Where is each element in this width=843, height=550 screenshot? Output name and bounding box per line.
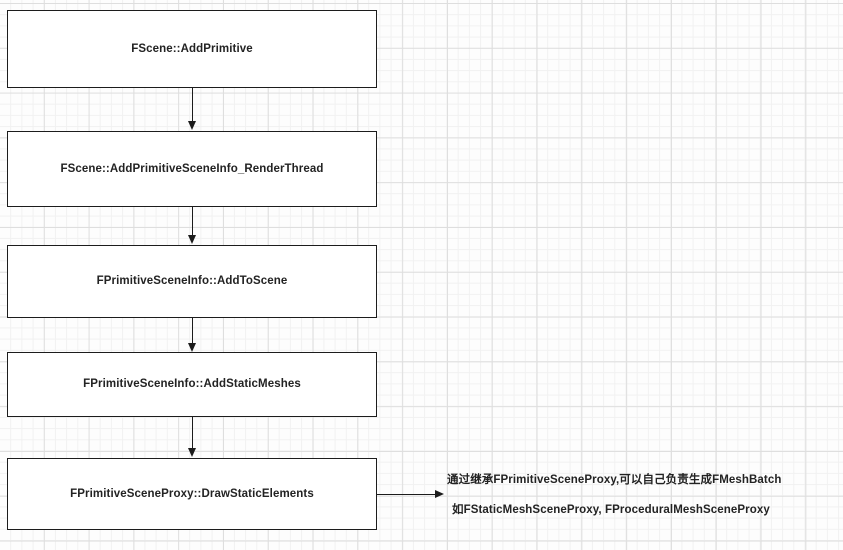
edge-render-thread-to-add-to-scene	[192, 207, 193, 236]
node-label: FScene::AddPrimitive	[131, 42, 253, 55]
node-label: FPrimitiveSceneInfo::AddStaticMeshes	[83, 378, 301, 391]
annotation-line-2: 如FStaticMeshSceneProxy, FProceduralMeshS…	[452, 504, 770, 516]
arrowhead-icon	[188, 448, 196, 457]
arrowhead-icon	[188, 121, 196, 130]
edge-add-primitive-to-render-thread	[192, 88, 193, 122]
node-add-static-meshes[interactable]: FPrimitiveSceneInfo::AddStaticMeshes	[7, 352, 377, 417]
node-label: FPrimitiveSceneProxy::DrawStaticElements	[70, 487, 314, 500]
node-label: FScene::AddPrimitiveSceneInfo_RenderThre…	[60, 162, 324, 175]
edge-draw-static-elements-to-annotation	[377, 494, 436, 495]
arrowhead-icon	[188, 235, 196, 244]
node-add-primitive-scene-info-render-thread[interactable]: FScene::AddPrimitiveSceneInfo_RenderThre…	[7, 131, 377, 207]
edge-add-static-meshes-to-draw-static-elements	[192, 417, 193, 449]
arrowhead-icon	[188, 343, 196, 352]
node-draw-static-elements[interactable]: FPrimitiveSceneProxy::DrawStaticElements	[7, 458, 377, 530]
node-add-primitive[interactable]: FScene::AddPrimitive	[7, 10, 377, 88]
arrowhead-icon	[435, 490, 444, 498]
annotation-line-1: 通过继承FPrimitiveSceneProxy,可以自己负责生成FMeshBa…	[447, 474, 782, 486]
edge-add-to-scene-to-add-static-meshes	[192, 318, 193, 344]
node-label: FPrimitiveSceneInfo::AddToScene	[96, 275, 288, 288]
node-add-to-scene[interactable]: FPrimitiveSceneInfo::AddToScene	[7, 245, 377, 318]
